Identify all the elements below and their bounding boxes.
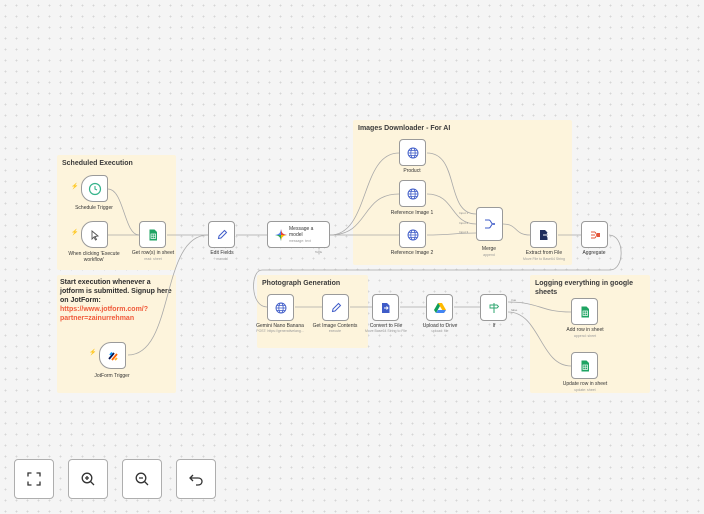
node-label: Reference Image 1 — [390, 210, 434, 216]
sticky-title: Images Downloader - For AI — [358, 125, 451, 132]
node-sublabel: append — [483, 253, 495, 257]
node-sublabel: message: text — [289, 239, 311, 243]
undo-button[interactable] — [176, 459, 216, 499]
zoom-in-button[interactable] — [68, 459, 108, 499]
if-false-label: false — [511, 308, 518, 312]
node-label: JotForm Trigger — [94, 373, 130, 379]
cursor-icon — [91, 229, 99, 241]
sticky-title: Scheduled Execution — [62, 160, 133, 167]
node-label: Edit Fields — [210, 250, 234, 256]
google-drive-icon — [433, 302, 446, 313]
jotform-link[interactable]: https://www.jotform.com/? — [60, 306, 149, 313]
node-sublabel: Move File to Base64 String — [522, 257, 566, 261]
node-label: Schedule Trigger — [75, 205, 113, 211]
zoom-out-button[interactable] — [122, 459, 162, 499]
node-sublabel: append: sheet — [573, 334, 597, 338]
note-line: Start execution whenever a jotform is su… — [60, 279, 172, 304]
fit-view-button[interactable] — [14, 459, 54, 499]
node-message-model[interactable] — [267, 221, 330, 248]
node-aggregate[interactable] — [581, 221, 608, 248]
file-convert-icon — [381, 302, 389, 313]
node-schedule-trigger[interactable] — [81, 175, 108, 202]
node-label: Get row(s) in sheet — [131, 250, 175, 256]
node-label: If — [492, 323, 496, 329]
merge-input-2: Input 2 — [459, 221, 469, 225]
node-label: Convert to File — [369, 323, 403, 329]
node-sublabel: read: sheet — [144, 257, 162, 261]
file-extract-icon — [539, 229, 550, 240]
node-sublabel: update: sheet — [574, 388, 596, 392]
node-jotform-trigger[interactable] — [99, 342, 126, 369]
node-label: Get Image Contents — [312, 323, 358, 329]
node-label: Product — [403, 168, 421, 174]
node-convert-to-file[interactable] — [372, 294, 399, 321]
sticky-jotform-note[interactable] — [57, 275, 176, 393]
sticky-title: Logging everything in google sheets — [535, 280, 633, 296]
gemini-icon — [275, 228, 287, 241]
node-reference-image-2[interactable] — [399, 221, 426, 248]
sticky-title: Photograph Generation — [262, 280, 341, 287]
zoom-in-icon — [81, 472, 95, 486]
trigger-bolt-icon: ⚡ — [71, 230, 79, 236]
node-sublabel: Move Base64 String to File — [364, 329, 408, 333]
pencil-icon — [331, 302, 341, 312]
jotform-icon — [107, 351, 118, 361]
node-reference-image-1[interactable] — [399, 180, 426, 207]
node-product-http[interactable] — [399, 139, 426, 166]
signpost-icon — [489, 302, 499, 313]
node-manual-trigger[interactable] — [81, 221, 108, 248]
node-label: When clicking 'Execute workflow' — [68, 251, 120, 263]
node-label: Upload to Drive — [422, 323, 458, 329]
node-label: Add row in sheet — [566, 327, 604, 333]
node-upload-to-drive[interactable] — [426, 294, 453, 321]
node-extract-from-file[interactable] — [530, 221, 557, 248]
globe-icon — [275, 302, 286, 313]
node-sublabel: upload: file — [431, 329, 449, 333]
node-sublabel: POST: https://generativelang... — [256, 329, 304, 333]
google-sheets-icon — [581, 306, 589, 317]
node-get-rows[interactable] — [139, 221, 166, 248]
trigger-bolt-icon: ⚡ — [89, 350, 97, 356]
merge-input-1: Input 1 — [459, 211, 469, 215]
google-sheets-icon — [149, 229, 157, 240]
jotform-link-partner[interactable]: partner=zainurrehman — [60, 315, 135, 322]
zoom-out-icon — [135, 472, 149, 486]
node-gemini-nano-banana[interactable] — [267, 294, 294, 321]
node-label: Merge — [481, 246, 497, 252]
node-if[interactable] — [480, 294, 507, 321]
globe-icon — [407, 188, 418, 199]
node-add-row-sheet[interactable] — [571, 298, 598, 325]
node-edit-fields[interactable] — [208, 221, 235, 248]
pencil-icon — [217, 229, 227, 239]
jotform-note-text: Start execution whenever a jotform is su… — [60, 278, 176, 323]
node-label: Gemini Nano Banana — [256, 323, 304, 329]
node-sublabel: manual — [216, 257, 228, 261]
fit-view-icon — [27, 472, 41, 486]
node-get-image-contents[interactable] — [322, 294, 349, 321]
clock-icon — [88, 182, 101, 195]
trigger-bolt-icon: ⚡ — [71, 184, 79, 190]
merge-icon — [484, 219, 495, 229]
globe-icon — [407, 147, 418, 158]
sticky-scheduled-execution[interactable]: Scheduled Execution — [57, 155, 176, 270]
globe-icon — [407, 229, 418, 240]
google-sheets-icon — [581, 360, 589, 371]
node-label: Extract from File — [525, 250, 563, 256]
undo-icon — [189, 474, 203, 486]
node-label: Reference Image 2 — [390, 250, 434, 256]
merge-input-3: Input 3 — [459, 230, 469, 234]
node-update-row-sheet[interactable] — [571, 352, 598, 379]
aggregate-icon — [590, 231, 600, 238]
tools-label: Tools — [315, 250, 323, 254]
node-merge[interactable] — [476, 207, 503, 241]
node-label: Update row in sheet — [562, 381, 608, 387]
if-true-label: true — [511, 298, 517, 302]
node-sublabel: execute — [328, 329, 342, 333]
node-label: Message a model — [289, 226, 314, 238]
node-label: Aggregate — [582, 250, 606, 256]
